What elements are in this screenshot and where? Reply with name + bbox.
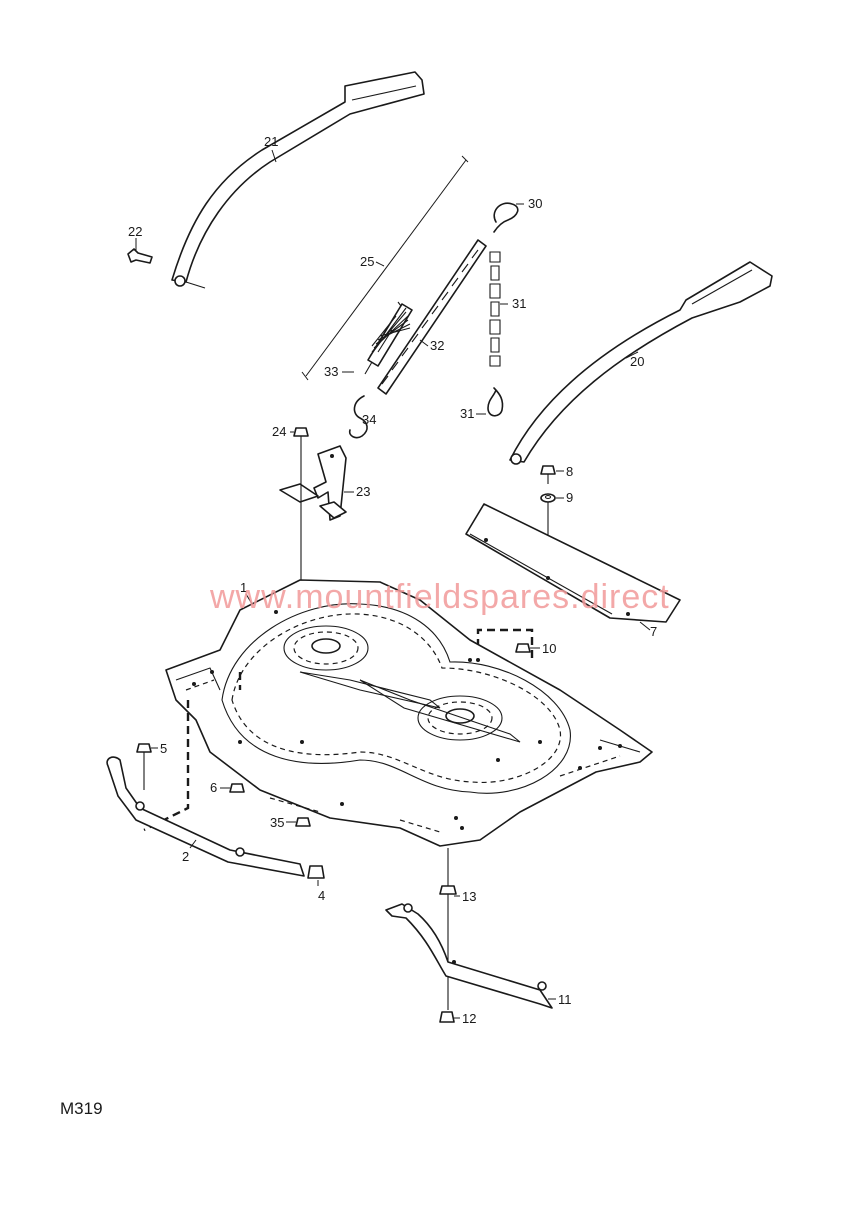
hook-top [493,202,519,233]
label-9: 9 [566,490,573,505]
nut-bracket [295,817,311,827]
label-12: 12 [462,1011,476,1026]
bolt-deflector [540,465,556,484]
label-32: 31 [512,296,526,311]
watermark-text: www.mountfieldspares.direct [210,578,670,616]
hook-bottom [487,387,504,417]
bolt-front [136,743,152,790]
cutting-deck [165,579,653,847]
label-4: 4 [318,888,325,903]
label-33: 32 [430,338,444,353]
label-31-bottom: 31 [460,406,474,421]
s-hook [348,395,368,439]
label-7: 7 [650,624,657,639]
bolt-roller [439,1011,455,1023]
nut-front [229,783,245,793]
chain [489,251,501,367]
nut-deflector [515,643,531,653]
spring [364,301,413,375]
roller-bracket [385,903,553,1009]
spring-bracket [279,445,347,521]
callout-labels: 21 22 25 30 31 32 33 31 34 20 24 23 8 9 … [128,134,657,1026]
label-13: 13 [462,889,476,904]
label-10: 10 [542,641,556,656]
bolt-bracket [290,427,309,445]
washer-deflector [540,493,556,503]
hanger-arm-right [509,261,773,465]
pivot-pin [307,865,325,879]
label-22: 22 [128,224,142,239]
label-35: 34 [362,412,376,427]
chain-long [377,239,487,395]
deflector-plate [465,503,681,623]
label-2: 2 [182,849,189,864]
label-21: 21 [264,134,278,149]
front-bar [106,756,305,877]
label-20: 20 [630,354,644,369]
label-11: 11 [558,992,572,1007]
label-30: 25 [360,254,374,269]
assembly-bracket-30 [301,155,469,381]
label-23: 23 [356,484,370,499]
label-1: 1 [240,580,247,595]
label-6: 6 [210,780,217,795]
label-24: 24 [272,424,286,439]
hanger-arm-left [171,71,425,289]
label-34: 33 [324,364,338,379]
label-5: 5 [160,741,167,756]
diagram-reference-code: M319 [60,1099,103,1118]
dash-bar-left [143,700,190,832]
label-8: 8 [566,464,573,479]
bolt-hanger [127,238,153,264]
spacer-roller [439,848,457,1010]
label-31-top: 30 [528,196,542,211]
label-25: 35 [270,815,284,830]
